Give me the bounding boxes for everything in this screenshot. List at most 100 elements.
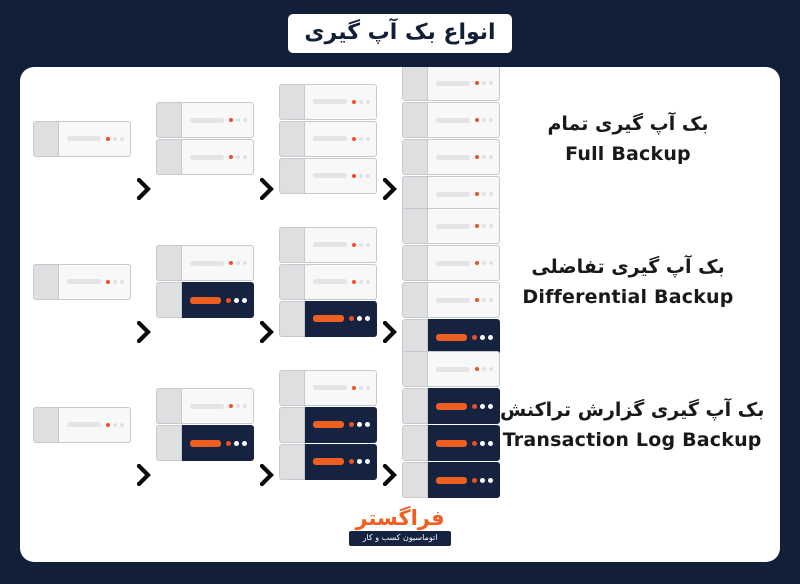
server-drive-bar (190, 117, 224, 123)
server-unit-backup (279, 406, 377, 443)
status-led-icon (120, 136, 124, 141)
server-drive-bar (436, 439, 467, 447)
status-led-icon (488, 403, 493, 409)
server-faceplate (402, 462, 428, 498)
server-status-leds (475, 155, 493, 159)
status-led-icon (236, 261, 240, 265)
backup-label-fa: بک آپ گیری گزارش تراکنش (500, 398, 765, 421)
server-body (305, 120, 377, 157)
server-faceplate (279, 406, 305, 443)
server-drive-bar (313, 136, 347, 141)
server-status-leds (475, 298, 493, 302)
server-unit-base (402, 351, 500, 387)
server-body (59, 406, 131, 443)
server-unit-base (279, 157, 377, 194)
brand-logo: فراگستر اتوماسیون کسب و کار (20, 508, 780, 546)
logo-wordmark: فراگستر (355, 506, 445, 531)
server-status-leds (106, 136, 124, 141)
server-body (305, 157, 377, 194)
status-led-icon (488, 334, 493, 340)
status-led-icon (357, 316, 362, 321)
status-led-icon (366, 242, 370, 247)
status-led-icon (229, 261, 233, 265)
server-status-leds (475, 261, 493, 265)
status-led-icon (242, 440, 247, 446)
server-stack-sequence (20, 351, 500, 498)
server-body (428, 176, 500, 212)
server-faceplate (279, 157, 305, 194)
server-faceplate (402, 176, 428, 212)
status-led-icon (475, 81, 479, 85)
server-body (305, 83, 377, 120)
status-led-icon (243, 155, 247, 159)
server-status-leds (349, 422, 370, 427)
server-drive-bar (436, 333, 467, 341)
server-faceplate (279, 369, 305, 406)
server-drive-bar (313, 458, 344, 465)
status-led-icon (365, 422, 370, 427)
chevron-right-icon (254, 178, 279, 210)
server-unit-base (33, 120, 131, 157)
status-led-icon (357, 459, 362, 464)
server-unit-backup (402, 319, 500, 355)
server-drive-bar (436, 223, 470, 229)
status-led-icon (488, 440, 493, 446)
status-led-icon (236, 404, 240, 408)
status-led-icon (113, 136, 117, 141)
status-led-icon (229, 118, 233, 122)
status-led-icon (482, 298, 486, 302)
server-stack (402, 67, 500, 212)
server-stack (156, 388, 254, 461)
server-faceplate (279, 443, 305, 480)
status-led-icon (366, 385, 370, 390)
server-body (428, 139, 500, 175)
server-drive-bar (436, 191, 470, 197)
server-drive-bar (436, 366, 470, 372)
server-stack (402, 208, 500, 355)
server-status-leds (106, 279, 124, 284)
status-led-icon (472, 403, 477, 409)
status-led-icon (475, 118, 479, 122)
server-body (428, 208, 500, 244)
server-faceplate (402, 388, 428, 424)
server-unit-backup (402, 462, 500, 498)
server-unit-base (279, 263, 377, 300)
server-drive-bar (190, 439, 221, 447)
server-stack (33, 120, 131, 157)
server-drive-bar (313, 279, 347, 284)
status-led-icon (488, 477, 493, 483)
server-drive-bar (190, 403, 224, 409)
backup-label-en: Full Backup (565, 143, 691, 166)
chevron-right-icon (131, 464, 156, 496)
server-body (305, 443, 377, 480)
server-status-leds (226, 440, 247, 446)
server-status-leds (229, 261, 247, 265)
server-faceplate (156, 139, 182, 175)
chevron-right-icon (377, 178, 402, 210)
status-led-icon (357, 422, 362, 427)
chevron-right-icon (131, 321, 156, 353)
server-body (428, 245, 500, 281)
server-status-leds (349, 316, 370, 321)
server-faceplate (402, 102, 428, 138)
status-led-icon (482, 81, 486, 85)
server-faceplate (156, 245, 182, 281)
server-unit-base (156, 245, 254, 281)
chevron-right-icon (377, 464, 402, 496)
status-led-icon (489, 155, 493, 159)
server-body (182, 245, 254, 281)
chevron-right-icon (254, 464, 279, 496)
status-led-icon (365, 459, 370, 464)
status-led-icon (236, 155, 240, 159)
logo-tagline: اتوماسیون کسب و کار (348, 531, 452, 546)
server-body (182, 282, 254, 318)
server-unit-base (402, 176, 500, 212)
server-unit-base (402, 208, 500, 244)
server-body (59, 120, 131, 157)
server-body (305, 406, 377, 443)
server-body (305, 226, 377, 263)
server-status-leds (229, 118, 247, 122)
content-card: بک آپ گیری تمام Full Backup بک آپ گیری ت… (20, 67, 780, 562)
server-unit-backup (279, 300, 377, 337)
server-status-leds (352, 99, 370, 104)
